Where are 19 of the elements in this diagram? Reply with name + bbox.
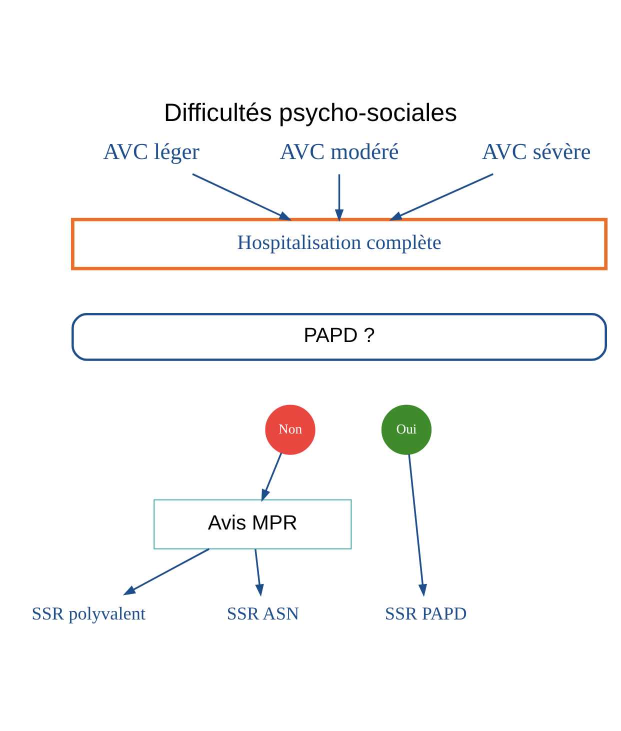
node-text: AVC modéré bbox=[280, 138, 399, 164]
node-box: Avis MPR bbox=[154, 498, 352, 549]
node-box: PAPD ? bbox=[72, 312, 607, 360]
node-box: Hospitalisation complète bbox=[70, 217, 608, 270]
node-text: AVC sévère bbox=[482, 138, 591, 164]
arrow bbox=[261, 452, 282, 502]
arrow bbox=[192, 172, 292, 220]
arrow bbox=[122, 548, 210, 595]
arrow bbox=[254, 548, 264, 596]
node-circle: Oui bbox=[381, 404, 432, 454]
arrow bbox=[408, 454, 428, 596]
node-text: SSR ASN bbox=[226, 602, 300, 623]
arrow bbox=[334, 174, 344, 222]
diagram-title: Difficultés psycho-sociales bbox=[164, 98, 458, 127]
node-circle: Non bbox=[265, 404, 316, 454]
node-text: SSR PAPD bbox=[384, 602, 467, 623]
arrow bbox=[389, 172, 494, 220]
node-text: SSR polyvalent bbox=[32, 602, 146, 623]
node-text: AVC léger bbox=[103, 138, 200, 164]
